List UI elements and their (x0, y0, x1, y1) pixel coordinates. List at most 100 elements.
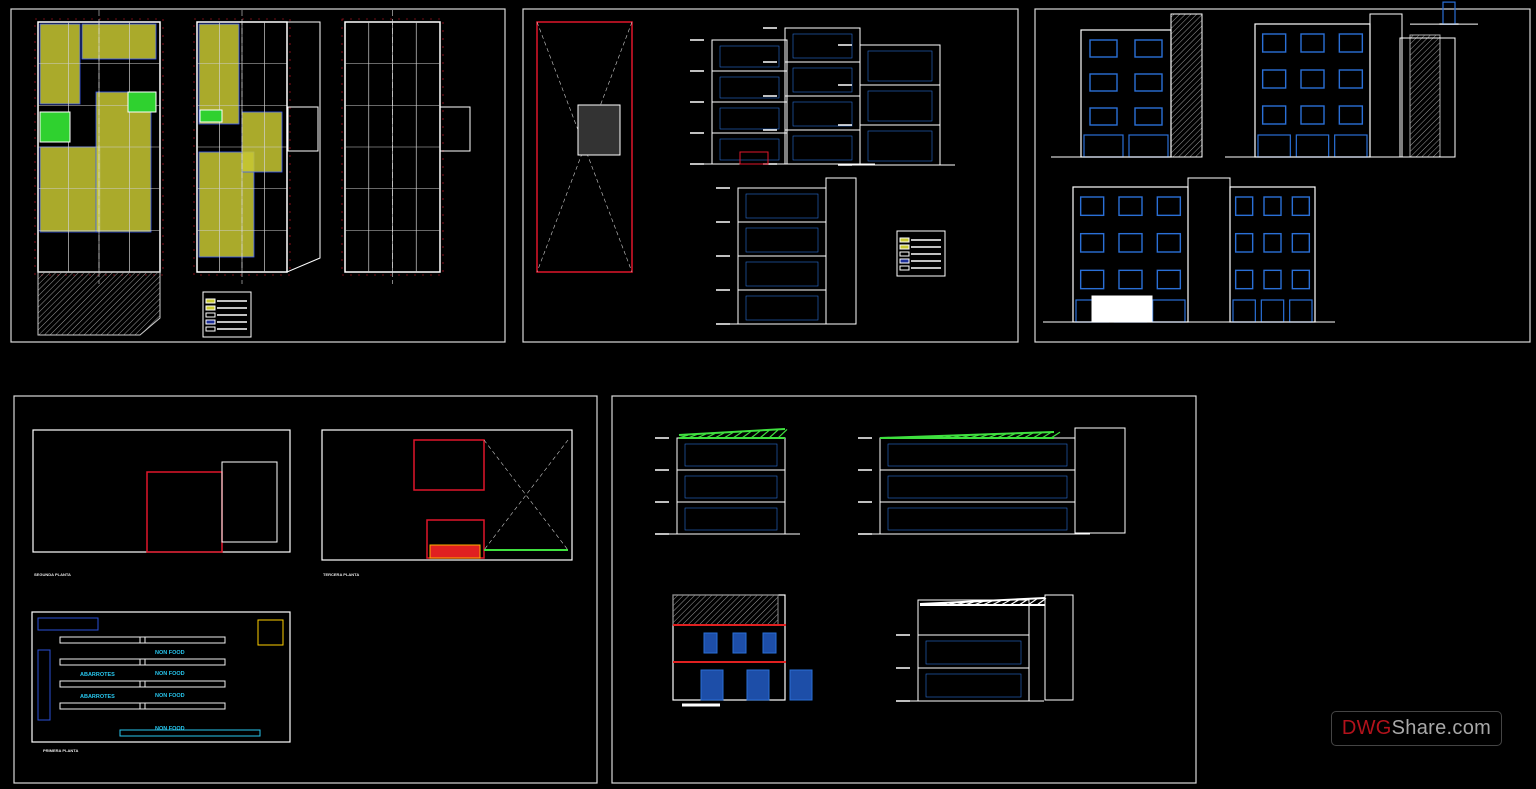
window (762, 632, 777, 654)
truss-web (1041, 431, 1052, 439)
storefront-window (1257, 134, 1291, 158)
section-dd-inner (887, 507, 1068, 531)
storefront-window (1334, 134, 1368, 158)
truss-web (1023, 432, 1034, 439)
truss-web (928, 602, 939, 606)
dimension-frame (341, 18, 444, 276)
truss-web (696, 433, 707, 439)
sheet4-labels: SEGUNDA PLANTA TERCERA PLANTA PRIMERA PL… (34, 572, 359, 753)
section-cc-inner (684, 507, 778, 531)
elevation-outline (1229, 186, 1316, 323)
first-floor-supermarket-plan (31, 611, 291, 743)
window (1263, 196, 1282, 217)
section-b-floor (737, 221, 827, 257)
section-a-inner (719, 107, 780, 130)
fridge-unit (37, 617, 99, 631)
plan-label-segunda-planta: SEGUNDA PLANTA (34, 572, 71, 577)
elevation-outline (1399, 37, 1456, 158)
window (1089, 39, 1118, 58)
service-core-red (146, 471, 223, 553)
shelf-gondola (139, 636, 226, 644)
truss-chord (678, 428, 786, 436)
truss-web (906, 436, 917, 439)
shelf-gondola (139, 702, 226, 710)
section-b-inner (745, 193, 819, 219)
truss-web (933, 435, 944, 439)
window (1234, 232, 1254, 253)
window (1338, 105, 1364, 125)
truss-web (1009, 599, 1020, 606)
section-a-right-floor (784, 61, 861, 97)
shelf-gondola (59, 658, 146, 666)
room-label-abarrotes: ABARROTES (80, 694, 115, 700)
stair-core (577, 104, 621, 156)
window (1261, 69, 1287, 89)
truss-web (1050, 431, 1061, 439)
diagonal (483, 439, 569, 551)
section-cc-floor (676, 469, 786, 503)
section-dd-inner (887, 475, 1068, 499)
section-ee-top (917, 599, 1030, 636)
window (1234, 196, 1254, 217)
window (1261, 33, 1287, 53)
room-label-non-food: NON FOOD (155, 671, 185, 677)
section-b-floor (737, 289, 827, 325)
truss-web (946, 602, 957, 606)
window (1156, 196, 1182, 217)
section-ee-inner (925, 673, 1022, 698)
sheet-frame-2 (522, 8, 1019, 343)
door (746, 669, 770, 701)
section-b-inner (745, 261, 819, 287)
window (1156, 269, 1182, 290)
section-a-right-inner (792, 101, 853, 127)
plan-angled-wing (286, 21, 321, 273)
truss-web (678, 434, 689, 439)
section-a-inner (719, 45, 780, 68)
truss-web (982, 600, 993, 606)
truss-web (951, 434, 962, 439)
sheet-frame-1 (10, 8, 506, 343)
room-red (413, 439, 485, 491)
diagonal (483, 439, 569, 551)
stair-tower (1170, 13, 1203, 158)
stair-tower-section (1074, 427, 1126, 534)
window (703, 632, 718, 654)
stair-yellow (257, 619, 284, 646)
legend-swatch (205, 326, 216, 332)
window (1263, 232, 1282, 253)
room-label-non-food: NON FOOD (155, 726, 185, 732)
window (1338, 33, 1364, 53)
window (732, 632, 747, 654)
section-a-right-inner (792, 33, 853, 59)
zoned-area (198, 23, 240, 125)
truss-web (937, 602, 948, 606)
watermark-part-dwg: DWG (1341, 717, 1392, 739)
section-b-floor (737, 187, 827, 223)
window (1079, 232, 1105, 253)
fridge-row (119, 729, 261, 737)
roof-plan-outline (536, 21, 633, 273)
room-label-non-food: NON FOOD (155, 650, 185, 656)
truss-web (996, 433, 1007, 439)
section-a-inner (719, 138, 780, 161)
truss-web (955, 601, 966, 606)
window (1134, 73, 1163, 92)
truss-web (1000, 599, 1011, 606)
truss-web (741, 430, 752, 439)
section-a-right-inner (792, 67, 853, 93)
elevation-outline (1080, 29, 1172, 158)
section-a-right-inner (792, 135, 853, 161)
section-b-inner (745, 227, 819, 253)
fridge-unit (37, 649, 51, 721)
section-ee-floor (917, 667, 1030, 702)
truss-web (942, 435, 953, 439)
window (1134, 39, 1163, 58)
stair-tower-section (1044, 594, 1074, 701)
window (1089, 107, 1118, 126)
zoned-area (39, 23, 81, 105)
green-area (199, 109, 223, 123)
window (1263, 269, 1282, 290)
truss-web (1032, 432, 1043, 439)
plan-label-primera-planta: PRIMERA PLANTA (43, 748, 78, 753)
truss-web (759, 429, 770, 439)
